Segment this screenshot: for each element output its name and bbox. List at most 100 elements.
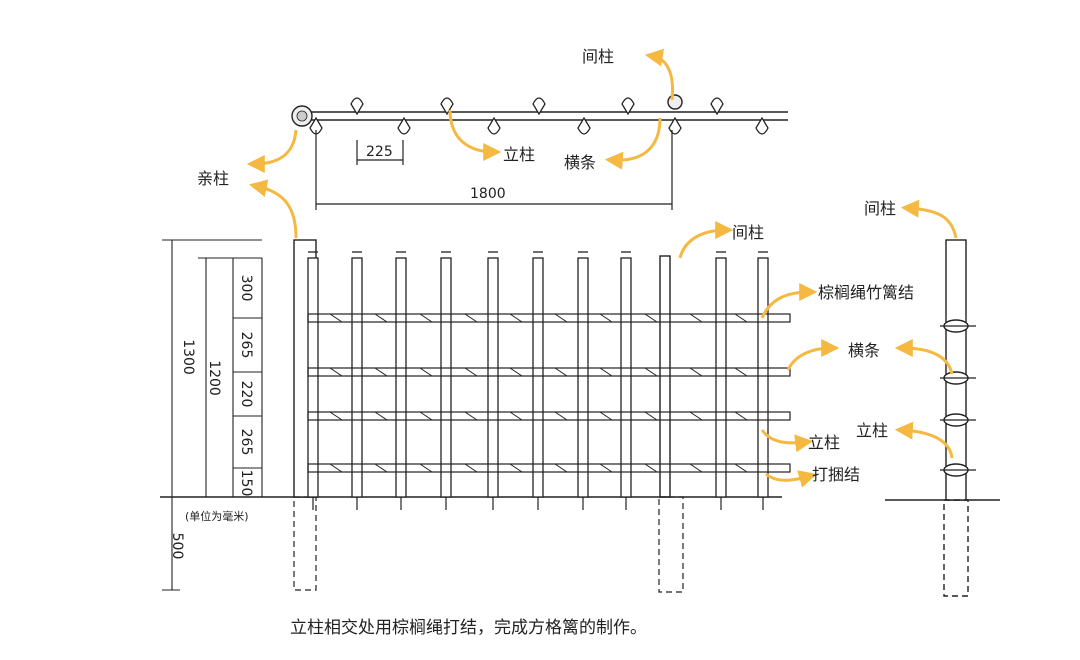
vertical-post [620, 257, 632, 498]
rail-knot [644, 463, 658, 473]
rail-knot [644, 313, 658, 323]
label-top-hengtiao: 横条 [564, 153, 596, 172]
rail-knot [374, 463, 388, 473]
row1-dim: 300 [238, 275, 254, 302]
plan-knot-up [710, 97, 724, 116]
plan-knots [309, 97, 769, 135]
vertical-post [307, 257, 319, 498]
rail-knot [554, 367, 568, 377]
rail-knot [689, 313, 703, 323]
row3-dim: 220 [238, 381, 254, 408]
jianzhu-post-below [658, 496, 684, 593]
plan-knot-down [487, 116, 501, 135]
vertical-posts [307, 251, 769, 510]
rail-knot [374, 313, 388, 323]
plan-knot-down [577, 116, 591, 135]
rail-knot [329, 313, 343, 323]
rail-knot [509, 313, 523, 323]
qinzhu-post-below [293, 496, 317, 591]
rail-knot [419, 463, 433, 473]
rail-knot [509, 463, 523, 473]
plan-knot-up [440, 97, 454, 116]
rail-knot [509, 411, 523, 421]
row5-dim: 150 [238, 470, 254, 497]
rail-knot [689, 463, 703, 473]
vertical-post [577, 257, 589, 498]
rail-knot [374, 367, 388, 377]
label-mid-lizhu: 立柱 [808, 433, 840, 452]
label-dakunjie: 打捆结 [812, 465, 860, 484]
unit-note: (单位为毫米) [185, 509, 249, 523]
rail-knot [464, 313, 478, 323]
ground-line [160, 496, 1000, 501]
rail-knot [599, 463, 613, 473]
rail-knot [644, 411, 658, 421]
rail-knot [464, 367, 478, 377]
rail-knot [509, 367, 523, 377]
rail-knot [554, 313, 568, 323]
plan-knot-up [532, 97, 546, 116]
label-mid-jianzhu: 间柱 [732, 223, 764, 242]
spacing-dim-label: 225 [366, 144, 393, 160]
rail-knot [419, 367, 433, 377]
rail-knot [734, 411, 748, 421]
rail-knot [599, 411, 613, 421]
vertical-post [487, 257, 499, 498]
rail-knot [464, 411, 478, 421]
label-side-lizhu: 立柱 [856, 421, 888, 440]
rail-knot [689, 367, 703, 377]
horizontal-rail [307, 411, 791, 421]
rail-knot [644, 367, 658, 377]
plan-knot-down [309, 116, 323, 135]
horizontal-rail [307, 313, 791, 323]
plan-knot-down [755, 116, 769, 135]
label-mid-hengtiao: 横条 [848, 341, 880, 360]
plan-view [291, 94, 788, 127]
rail-knot [734, 313, 748, 323]
rail-knot [419, 313, 433, 323]
rail-knot [329, 367, 343, 377]
jianzhu-post-plan [667, 94, 683, 110]
rail-knot [689, 411, 703, 421]
rail-knot [734, 463, 748, 473]
rail-knot [374, 411, 388, 421]
row2-dim: 265 [238, 332, 254, 359]
rail-knot [599, 367, 613, 377]
vertical-post [532, 257, 544, 498]
plan-dimensions [315, 130, 673, 210]
side-knots [940, 319, 976, 477]
vertical-post [715, 257, 727, 498]
caption: 立柱相交处用棕榈绳打结，完成方格篱的制作。 [290, 618, 647, 638]
rail-knot [599, 313, 613, 323]
fence-height-dim: 1200 [206, 360, 222, 396]
rail-knot [329, 411, 343, 421]
label-qinzhu: 亲柱 [197, 169, 229, 188]
plan-knot-up [350, 97, 364, 116]
rail-knot [329, 463, 343, 473]
horizontal-rails [307, 313, 791, 473]
side-view [943, 239, 969, 597]
vertical-post [351, 257, 363, 498]
total-height-dim: 1300 [180, 339, 196, 375]
vertical-post [757, 257, 769, 498]
label-top-lizhu: 立柱 [503, 145, 535, 164]
rail-knot [464, 463, 478, 473]
label-zonglu: 棕榈绳竹篱结 [818, 283, 914, 302]
callout-arrows [246, 48, 958, 488]
label-top-jianzhu: 间柱 [582, 47, 614, 66]
plan-knot-down [397, 116, 411, 135]
rail-knot [419, 411, 433, 421]
span-dim-label: 1800 [470, 186, 506, 202]
vertical-post [440, 257, 452, 498]
plan-knot-up [621, 97, 635, 116]
rail-knot [554, 463, 568, 473]
label-side-jianzhu: 间柱 [864, 199, 896, 218]
rail-knot [554, 411, 568, 421]
vertical-post [395, 257, 407, 498]
height-dimensions [162, 239, 263, 591]
horizontal-rail [307, 463, 791, 473]
rail-knot [734, 367, 748, 377]
row4-dim: 265 [238, 429, 254, 456]
